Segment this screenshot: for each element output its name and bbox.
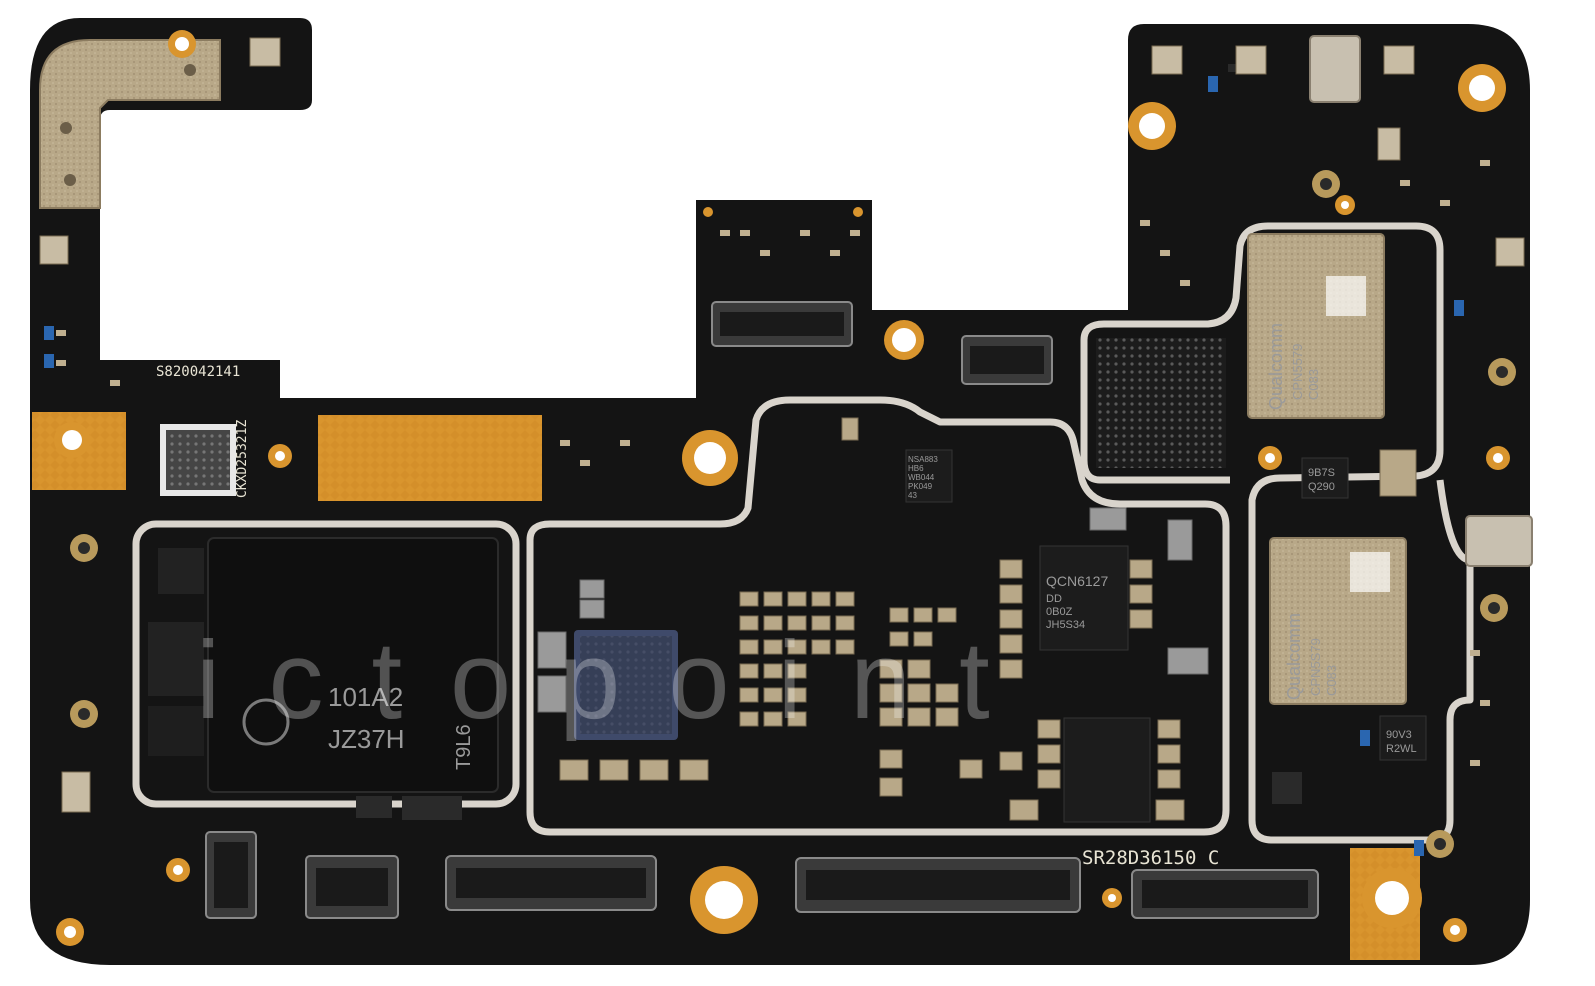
small-ic-mid-line3: WB044 xyxy=(908,473,935,482)
bracket-hole xyxy=(60,122,72,134)
small-switches xyxy=(39,37,1525,813)
shield-frames xyxy=(132,222,1474,844)
small-ic-a-line1: 9B7S xyxy=(1308,467,1335,479)
small-ic-mid-line2: HB6 xyxy=(908,464,924,473)
crystal-oscillators xyxy=(1309,35,1533,567)
grey-components xyxy=(537,507,1209,713)
mounting-holes xyxy=(54,30,1510,946)
datamatrix-code xyxy=(166,430,230,490)
qualcomm-top-line1: CPN5579 xyxy=(1290,344,1305,400)
rf-chip-line4: JH5S34 xyxy=(1046,619,1085,631)
manufacturer-logo-icon xyxy=(242,698,290,746)
coax-connectors xyxy=(70,170,1516,858)
qualcomm-module-top: Qualcomm CPN5579 C083 xyxy=(1247,233,1385,419)
soc-chip xyxy=(574,630,678,740)
qualcomm-bottom-line2: C083 xyxy=(1324,665,1339,696)
small-ic-a: 9B7S Q290 xyxy=(1301,457,1349,499)
bga-pad-array xyxy=(1096,338,1226,468)
code-mark: CKXD25321Z xyxy=(235,420,250,498)
small-ic-mid-line4: PK049 xyxy=(908,482,933,491)
qualcomm-top-line2: C083 xyxy=(1306,369,1321,400)
metal-bracket xyxy=(39,39,221,209)
gold-strip-mid xyxy=(318,415,542,501)
qualcomm-bottom-brand: Qualcomm xyxy=(1284,613,1304,700)
rf-transceiver-chip: QCN6127 DD 0B0Z JH5S34 xyxy=(1039,545,1129,651)
small-ic-right-line2: R2WL xyxy=(1386,743,1417,755)
memory-chip-line1: 101A2 xyxy=(328,682,403,712)
b2b-connectors xyxy=(205,301,1319,919)
serial-top: S820042141 xyxy=(156,364,240,380)
smd-passives xyxy=(56,160,1490,766)
small-ic xyxy=(1228,64,1240,72)
blue-capacitors xyxy=(44,76,1464,856)
memory-chip-line3: T9L6 xyxy=(453,724,475,770)
small-ic xyxy=(1272,772,1302,804)
small-ic-mid-line1: NSA883 xyxy=(908,455,938,464)
small-components-left xyxy=(148,548,462,820)
small-ic-a-line2: Q290 xyxy=(1308,481,1335,493)
qualcomm-top-brand: Qualcomm xyxy=(1266,323,1286,410)
capacitor-array xyxy=(559,417,1417,821)
pmic-chip xyxy=(1063,717,1151,823)
bracket-hole xyxy=(64,174,76,186)
small-ic-right-line1: 90V3 xyxy=(1386,729,1412,741)
small-ic-mid: NSA883 HB6 WB044 PK049 43 xyxy=(905,449,953,503)
small-ic-right: 90V3 R2WL xyxy=(1379,715,1427,761)
rf-chip-line2: DD xyxy=(1046,593,1062,605)
qualcomm-bottom-line1: CPN5S79 xyxy=(1308,638,1323,696)
rf-chip-line1: QCN6127 xyxy=(1046,573,1108,589)
watermark: ictopoint xyxy=(196,619,1038,742)
qualcomm-module-bottom: Qualcomm CPN5S79 C083 xyxy=(1269,537,1407,705)
serial-bottom: SR28D36150 C xyxy=(1082,847,1219,869)
memory-chip: 101A2 JZ37H T9L6 xyxy=(207,537,499,793)
rf-chip-line3: 0B0Z xyxy=(1046,606,1073,618)
bracket-hole xyxy=(184,64,196,76)
small-ic-mid-line5: 43 xyxy=(908,491,917,500)
memory-chip-line2: JZ37H xyxy=(328,724,405,754)
